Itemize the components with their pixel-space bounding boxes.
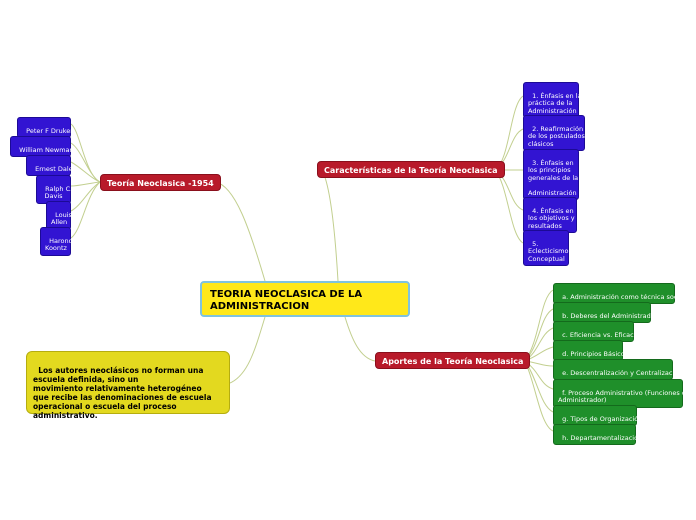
central-topic-title: TEORIA NEOCLASICA DE LA ADMINISTRACION xyxy=(210,289,363,312)
branch-aportes-label: Aportes de la Teoría Neoclasica xyxy=(382,357,524,366)
caracteristica-label: 5. Eclecticismo Conceptual xyxy=(528,239,569,263)
edge-central-teoria xyxy=(214,181,266,282)
aporte-node[interactable]: f. Proceso Administrativo (Funciones del… xyxy=(553,379,692,408)
caracteristica-label: 3. Énfasis en los principios generales d… xyxy=(528,158,579,197)
aporte-label: d. Principios Básicos xyxy=(562,349,629,358)
central-topic[interactable]: TEORIA NEOCLASICA DE LA ADMINISTRACION xyxy=(200,281,410,317)
aporte-label: b. Deberes del Administrador xyxy=(562,311,658,320)
edge-central-caracteristicas xyxy=(321,169,339,282)
aporte-label: e. Descentralización y Centralización xyxy=(562,368,683,377)
author-label: Peter F Druker xyxy=(26,126,73,135)
caracteristica-node[interactable]: 1. Énfasis en la práctica de la Administ… xyxy=(523,82,582,118)
author-label: Harond Koontz xyxy=(45,236,73,252)
branch-teoria-neoclasica-label: Teoría Neoclasica -1954 xyxy=(107,179,214,188)
caracteristica-node[interactable]: 4. Énfasis en los objetivos y resultados xyxy=(523,197,577,233)
author-label: William Newman xyxy=(19,145,74,154)
note-text: Los autores neoclásicos no forman una es… xyxy=(33,366,212,420)
edge-central-aportes xyxy=(344,316,376,362)
author-node[interactable]: Ernest Dale xyxy=(26,155,73,176)
author-label: Ernest Dale xyxy=(35,164,73,173)
aporte-node[interactable]: e. Descentralización y Centralización xyxy=(553,359,682,380)
aporte-label: a. Administración como técnica social xyxy=(562,292,686,301)
aporte-label: c. Eficiencia vs. Eficacia xyxy=(562,330,640,339)
branch-aportes[interactable]: Aportes de la Teoría Neoclasica xyxy=(375,352,531,369)
aporte-label: g. Tipos de Organización xyxy=(562,414,643,423)
caracteristica-label: 1. Énfasis en la práctica de la Administ… xyxy=(528,91,582,115)
aporte-label: f. Proceso Administrativo (Funciones del… xyxy=(558,388,692,404)
note-callout[interactable]: Los autores neoclásicos no forman una es… xyxy=(26,351,230,420)
aporte-node[interactable]: d. Principios Básicos xyxy=(553,340,628,361)
aporte-node[interactable]: a. Administración como técnica social xyxy=(553,283,685,304)
aporte-node[interactable]: b. Deberes del Administrador xyxy=(553,302,657,323)
author-node[interactable]: Peter F Druker xyxy=(17,117,73,138)
author-label: Ralph C. Davis xyxy=(44,184,73,200)
edge-central-note xyxy=(229,316,266,384)
author-node[interactable]: Ralph C. Davis xyxy=(36,175,73,204)
author-node[interactable]: Harond Koontz xyxy=(40,227,73,256)
aporte-node[interactable]: g. Tipos de Organización xyxy=(553,405,642,426)
caracteristica-node[interactable]: 3. Énfasis en los principios generales d… xyxy=(523,149,579,200)
caracteristica-label: 2. Reafirmación de los postulados clásic… xyxy=(528,124,585,148)
aporte-label: h. Departamentalización xyxy=(562,433,643,442)
caracteristica-node[interactable]: 5. Eclecticismo Conceptual xyxy=(523,230,569,266)
branch-teoria-neoclasica[interactable]: Teoría Neoclasica -1954 xyxy=(100,174,221,191)
author-node[interactable]: William Newman xyxy=(10,136,74,157)
aporte-node[interactable]: c. Eficiencia vs. Eficacia xyxy=(553,321,639,342)
caracteristica-label: 4. Énfasis en los objetivos y resultados xyxy=(528,206,575,230)
branch-caracteristicas[interactable]: Características de la Teoría Neoclasica xyxy=(317,161,505,178)
author-node[interactable]: Louis Allen xyxy=(46,201,72,230)
aporte-node[interactable]: h. Departamentalización xyxy=(553,424,642,445)
caracteristica-node[interactable]: 2. Reafirmación de los postulados clásic… xyxy=(523,115,585,151)
author-label: Louis Allen xyxy=(51,210,72,226)
branch-caracteristicas-label: Características de la Teoría Neoclasica xyxy=(324,166,498,175)
